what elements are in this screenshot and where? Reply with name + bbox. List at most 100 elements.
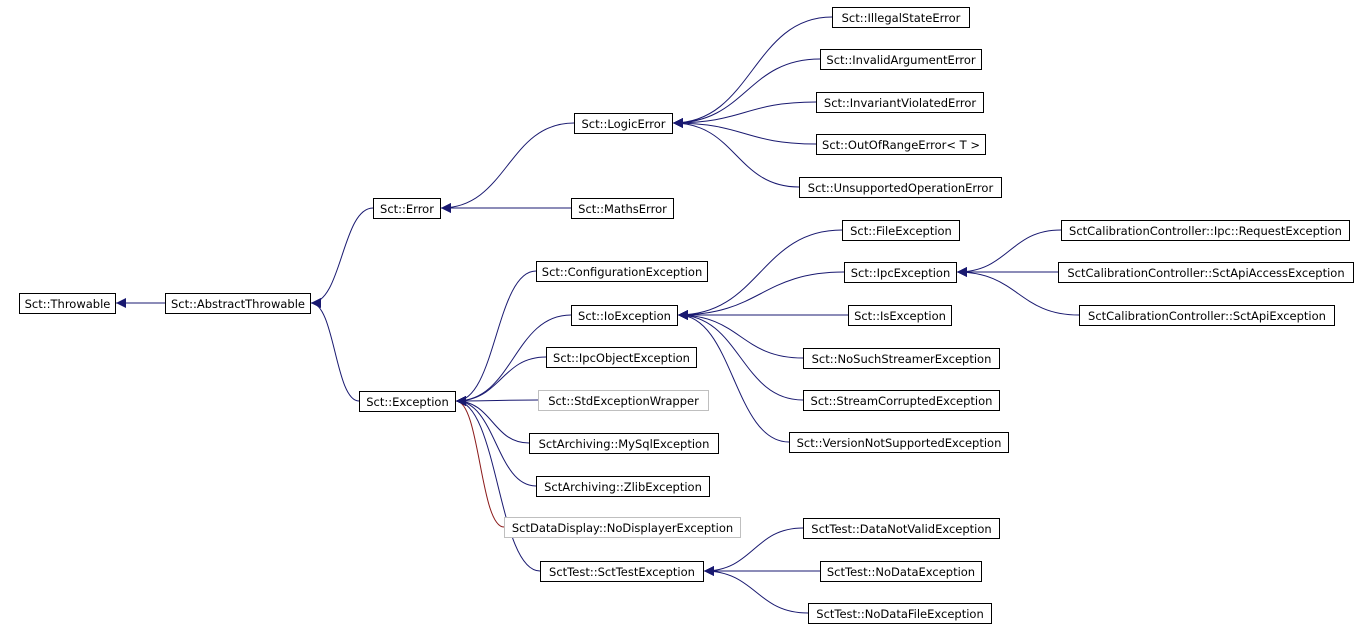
class-node-no-displayer-exception[interactable]: SctDataDisplay::NoDisplayerException (504, 517, 741, 538)
edge-io_exception-to-exception (455, 314, 572, 406)
class-node-box (844, 262, 957, 283)
class-node-sctapi-exception[interactable]: SctCalibrationController::SctApiExceptio… (1079, 305, 1335, 326)
edge-file_exception-to-io_exception (677, 229, 843, 320)
class-node-label: Sct::MathsError (578, 202, 667, 216)
edge-no_displayer_exception-to-exception (455, 396, 505, 528)
edge-error-to-abstract_throwable (310, 207, 374, 308)
class-node-label: Sct::IpcException (851, 266, 951, 280)
edge-sct_test_exception-to-exception (455, 396, 541, 572)
class-node-box (540, 561, 704, 582)
class-node-label: Sct::IsException (854, 309, 946, 323)
class-node-box (799, 177, 1002, 198)
class-node-box (1058, 262, 1354, 283)
class-node-is-exception[interactable]: Sct::IsException (848, 305, 952, 326)
edge-zlib_exception-to-exception (455, 396, 537, 487)
edge-no_such_streamer-to-io_exception (677, 310, 804, 359)
edge-data_not_valid-to-sct_test_exception (703, 527, 804, 576)
class-node-std-exception-wrapper[interactable]: Sct::StdExceptionWrapper (538, 390, 709, 411)
class-node-box (373, 198, 441, 219)
class-node-label: Sct::LogicError (582, 117, 666, 131)
class-node-io-exception[interactable]: Sct::IoException (571, 305, 678, 326)
class-node-label: SctTest::DataNotValidException (811, 522, 991, 536)
class-node-label: SctTest::NoDataFileException (816, 607, 983, 621)
edge-invariant_violated-to-logic_error (672, 101, 817, 128)
edge-version_not_supported-to-io_exception (677, 310, 790, 443)
class-node-abstract-throwable[interactable]: Sct::AbstractThrowable (165, 293, 311, 314)
class-node-box (536, 476, 710, 497)
class-node-error[interactable]: Sct::Error (373, 198, 441, 219)
class-node-box (504, 517, 741, 538)
class-node-box (848, 305, 952, 326)
edge-no_data_file-to-sct_test_exception (703, 566, 809, 614)
class-node-request-exception[interactable]: SctCalibrationController::Ipc::RequestEx… (1061, 220, 1350, 241)
class-node-illegal-state[interactable]: Sct::IllegalStateError (832, 7, 970, 28)
class-node-out-of-range[interactable]: Sct::OutOfRangeError< T > (816, 134, 986, 155)
class-node-box (1061, 220, 1350, 241)
class-node-box (165, 293, 311, 314)
class-node-label: Sct::ConfigurationException (542, 265, 702, 279)
class-node-label: Sct::AbstractThrowable (171, 297, 305, 311)
class-node-box (571, 305, 678, 326)
edge-mysql_exception-to-exception (455, 396, 530, 444)
edge-std_exception_wrapper-to-exception (455, 395, 539, 406)
class-node-label: Sct::IoException (578, 309, 671, 323)
class-node-label: SctDataDisplay::NoDisplayerException (512, 521, 733, 535)
class-node-version-not-supported[interactable]: Sct::VersionNotSupportedException (789, 432, 1009, 453)
class-node-box (820, 49, 982, 70)
edge-sctapi_exception-to-ipc_exception (956, 267, 1080, 316)
class-node-label: Sct::IpcObjectException (553, 351, 690, 365)
class-node-data-not-valid[interactable]: SctTest::DataNotValidException (803, 518, 1000, 539)
class-node-box (789, 432, 1009, 453)
class-node-label: Sct::Exception (366, 395, 448, 409)
class-node-unsupported-operation[interactable]: Sct::UnsupportedOperationError (799, 177, 1002, 198)
class-node-label: SctCalibrationController::Ipc::RequestEx… (1069, 224, 1342, 238)
class-node-label: Sct::Error (380, 202, 434, 216)
class-node-logic-error[interactable]: Sct::LogicError (574, 113, 673, 134)
class-node-label: Sct::VersionNotSupportedException (797, 436, 1002, 450)
class-node-zlib-exception[interactable]: SctArchiving::ZlibException (536, 476, 710, 497)
class-node-box (816, 92, 984, 113)
class-node-invariant-violated[interactable]: Sct::InvariantViolatedError (816, 92, 984, 113)
class-node-configuration-exception[interactable]: Sct::ConfigurationException (536, 261, 708, 282)
class-node-sct-test-exception[interactable]: SctTest::SctTestException (540, 561, 704, 582)
class-node-box (816, 134, 986, 155)
edge-request_exception-to-ipc_exception (956, 229, 1062, 277)
class-node-box (820, 561, 982, 582)
class-node-box (842, 220, 960, 241)
class-node-box (19, 293, 116, 314)
class-node-file-exception[interactable]: Sct::FileException (842, 220, 960, 241)
class-node-no-data[interactable]: SctTest::NoDataException (820, 561, 982, 582)
class-node-maths-error[interactable]: Sct::MathsError (571, 198, 674, 219)
edge-invalid_argument-to-logic_error (672, 58, 821, 128)
class-node-box (538, 390, 709, 411)
class-node-invalid-argument[interactable]: Sct::InvalidArgumentError (820, 49, 982, 70)
inheritance-edges (116, 16, 1080, 614)
edge-illegal_state-to-logic_error (672, 16, 833, 128)
class-node-box (529, 433, 719, 454)
class-node-label: SctTest::SctTestException (549, 565, 695, 579)
edge-configuration_exception-to-exception (455, 270, 537, 406)
class-node-no-data-file[interactable]: SctTest::NoDataFileException (808, 603, 992, 624)
class-node-stream-corrupted[interactable]: Sct::StreamCorruptedException (803, 390, 1000, 411)
class-node-sctapi-access-exception[interactable]: SctCalibrationController::SctApiAccessEx… (1058, 262, 1354, 283)
class-node-label: Sct::UnsupportedOperationError (808, 181, 994, 195)
class-node-ipc-object-exception[interactable]: Sct::IpcObjectException (546, 347, 697, 368)
class-node-ipc-exception[interactable]: Sct::IpcException (844, 262, 957, 283)
edge-logic_error-to-error (440, 122, 575, 213)
class-node-label: SctCalibrationController::SctApiExceptio… (1088, 309, 1326, 323)
class-node-label: Sct::OutOfRangeError< T > (822, 138, 980, 152)
class-node-label: Sct::StreamCorruptedException (811, 394, 993, 408)
class-node-mysql-exception[interactable]: SctArchiving::MySqlException (529, 433, 719, 454)
class-node-box (574, 113, 673, 134)
class-node-throwable[interactable]: Sct::Throwable (19, 293, 116, 314)
class-node-label: Sct::StdExceptionWrapper (548, 394, 699, 408)
class-node-label: SctTest::NoDataException (827, 565, 975, 579)
class-node-box (803, 348, 1000, 369)
edge-ipc_exception-to-io_exception (677, 271, 845, 320)
class-node-exception[interactable]: Sct::Exception (359, 391, 456, 412)
class-node-no-such-streamer[interactable]: Sct::NoSuchStreamerException (803, 348, 1000, 369)
class-node-label: Sct::IllegalStateError (842, 11, 961, 25)
edge-ipc_object_exception-to-exception (455, 356, 547, 406)
